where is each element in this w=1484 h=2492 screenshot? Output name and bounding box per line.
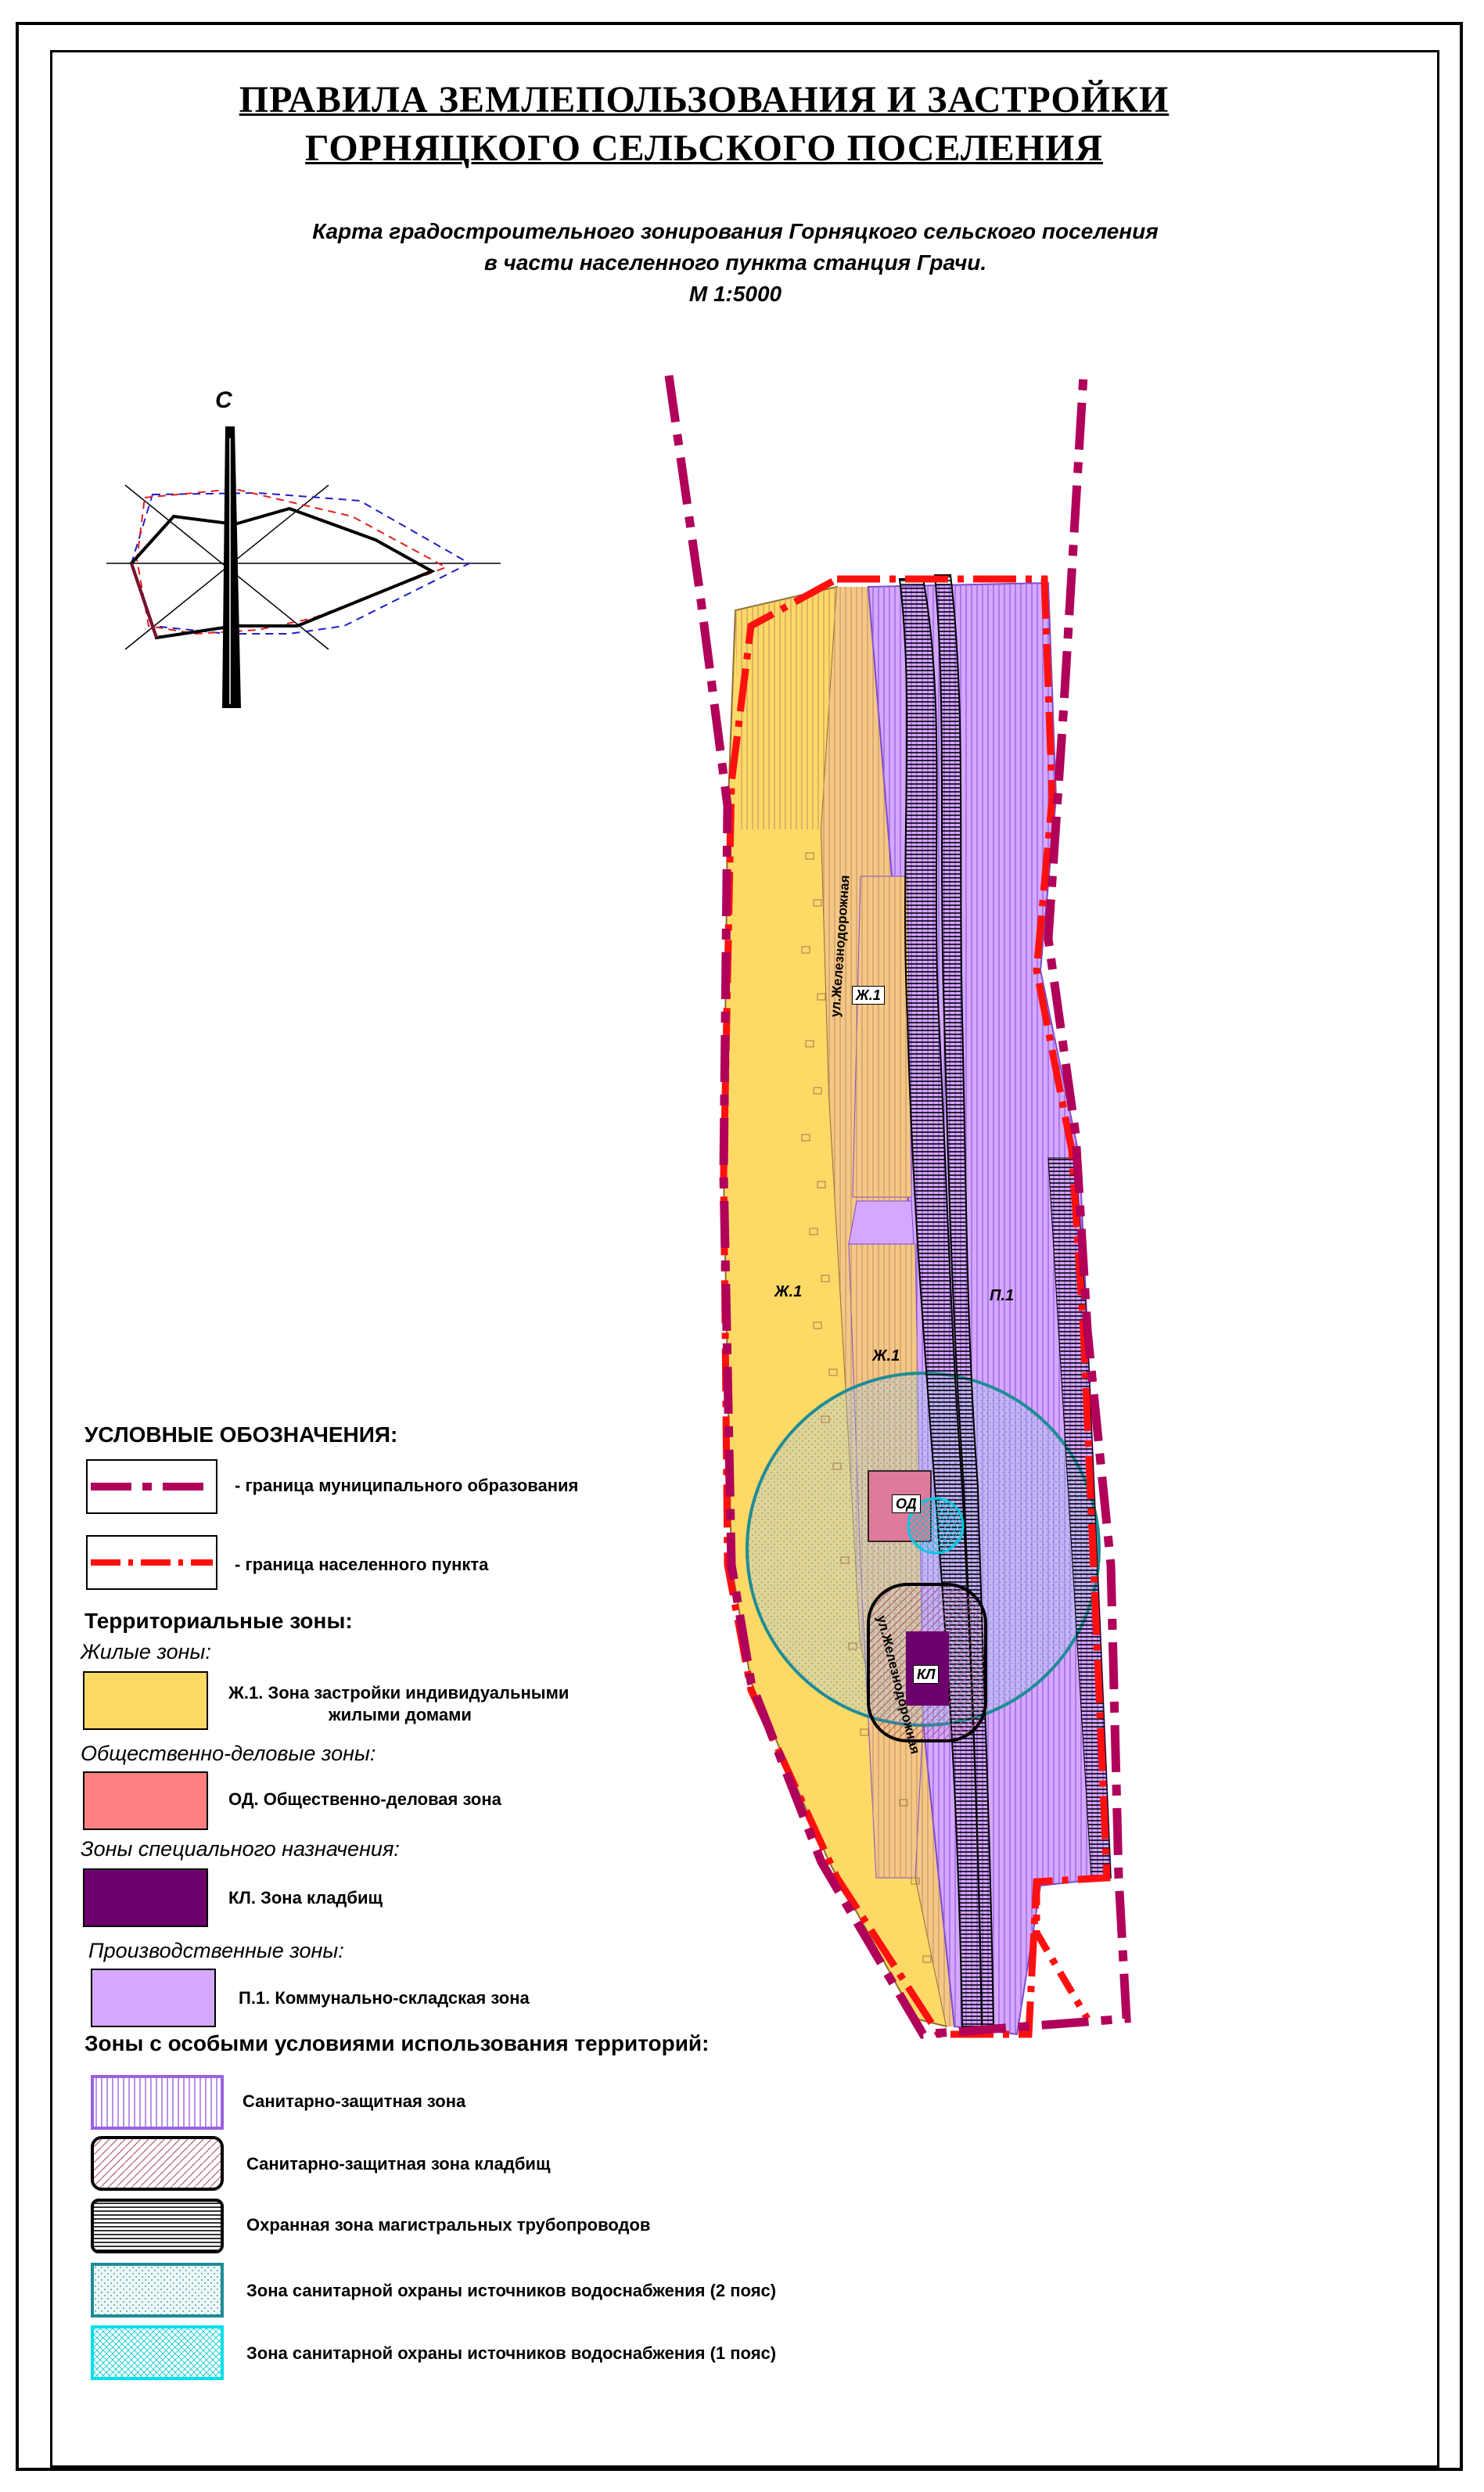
legend-cemetery-text: КЛ. Зона кладбищ xyxy=(228,1888,383,1908)
legend-group-special-title: Зоны специального назначения: xyxy=(81,1837,400,1861)
legend-water-zone-1-text: Зона санитарной охраны источников водосн… xyxy=(246,2343,777,2363)
legend-sanitary-zone-text: Санитарно-защитная зона xyxy=(243,2091,466,2111)
municipal-border xyxy=(664,375,1131,2039)
zone-label-od: ОД xyxy=(892,1494,921,1513)
zone-label-zh1-mid: Ж.1 xyxy=(872,1347,900,1365)
inner-frame xyxy=(50,50,1439,2468)
legend-water-zone-2-text: Зона санитарной охраны источников водосн… xyxy=(246,2281,777,2300)
legend-swatch-cemetery-sanitary xyxy=(91,2136,224,2191)
map-title-line-1: ПРАВИЛА ЗЕМЛЕПОЛЬЗОВАНИЯ И ЗАСТРОЙКИ xyxy=(239,79,1170,120)
legend-swatch-residential xyxy=(83,1671,208,1730)
compass-rose xyxy=(106,426,501,708)
legend-swatch-public xyxy=(83,1771,208,1830)
map-title-line-2: ГОРНЯЦКОГО СЕЛЬСКОГО ПОСЕЛЕНИЯ xyxy=(304,128,1104,169)
legend-swatch-water-zone-1 xyxy=(91,2325,224,2380)
legend-heading: УСЛОВНЫЕ ОБОЗНАЧЕНИЯ: xyxy=(84,1422,398,1447)
house-markers xyxy=(801,852,932,1963)
legend-swatch-settlement-border xyxy=(86,1535,217,1590)
legend-swatch-pipeline-zone xyxy=(91,2199,224,2253)
zone-label-zh1-west: Ж.1 xyxy=(774,1283,803,1300)
special-zones-heading: Зоны с особыми условиями использования т… xyxy=(84,2031,710,2055)
legend-pipeline-zone-text: Охранная зона магистральных трубопроводо… xyxy=(246,2215,651,2235)
legend-swatch-cemetery xyxy=(83,1868,208,1927)
legend-swatch-water-zone-2 xyxy=(91,2263,224,2318)
legend-group-residential-title: Жилые зоны: xyxy=(81,1640,211,1663)
territorial-zones-heading: Территориальные зоны: xyxy=(84,1609,353,1633)
legend-public-text: ОД. Общественно-деловая зона xyxy=(228,1789,501,1809)
legend-cemetery-sanitary-text: Санитарно-защитная зона кладбищ xyxy=(246,2154,551,2174)
subtitle-line-1: Карта градостроительного зонирования Гор… xyxy=(312,219,1159,243)
legend-group-industrial-title: Производственные зоны: xyxy=(88,1939,344,1962)
legend-residential-text-1: Ж.1. Зона застройки индивидуальными xyxy=(228,1683,570,1703)
outer-frame xyxy=(16,22,1463,2471)
legend-swatch-sanitary-zone xyxy=(91,2075,224,2130)
legend-municipal-border-text: - граница муниципального образования xyxy=(235,1476,579,1495)
zone-label-zh1-top: Ж.1 xyxy=(852,986,885,1005)
compass-north-label: С xyxy=(215,387,232,413)
legend-residential-text-2: жилыми домами xyxy=(329,1705,472,1724)
zone-label-p1: П.1 xyxy=(990,1287,1015,1304)
scale-label: М 1:5000 xyxy=(688,282,782,306)
legend-industrial-text: П.1. Коммунально-складская зона xyxy=(239,1988,530,2008)
legend-swatch-industrial xyxy=(91,1969,216,2027)
legend-settlement-border-text: - граница населенного пункта xyxy=(235,1555,489,1574)
zone-label-kl: КЛ xyxy=(913,1665,940,1684)
legend-group-public-title: Общественно-деловые зоны: xyxy=(81,1742,376,1765)
subtitle-line-2: в части населенного пункта станция Грачи… xyxy=(483,250,987,275)
legend-swatch-municipal-border xyxy=(86,1459,217,1514)
